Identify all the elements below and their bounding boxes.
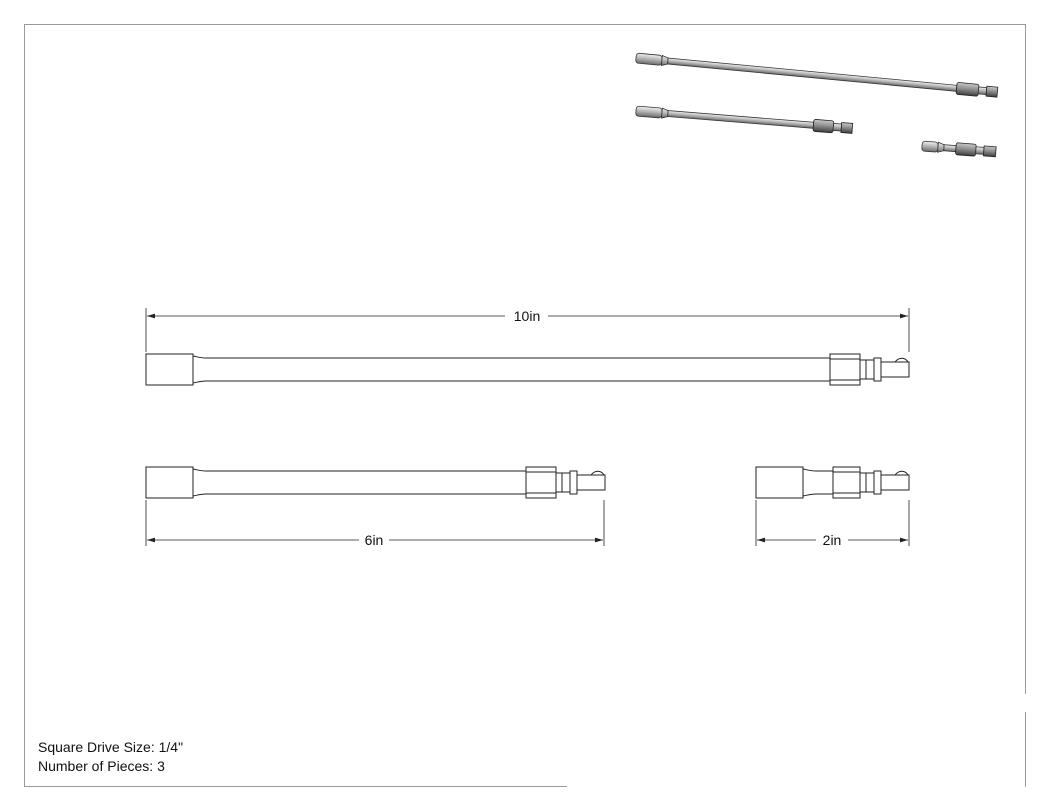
socket-end-6in [145,466,194,499]
spec-piece-count: Number of Pieces: 3 [38,757,183,776]
iso-preview-10in [635,52,999,98]
spec-drive-size-label: Square Drive Size: [38,739,155,755]
frame-right-edge-lower [1025,712,1026,787]
dimension-6in: 6in [145,500,605,548]
frame-right-edge [1025,24,1026,694]
dimension-label-6in: 6in [365,532,384,548]
collar-2in [832,466,861,499]
socket-end-2in [755,466,804,499]
shaft-top-6in [192,468,526,472]
drive-tip-6in [576,474,606,491]
drawing-frame [24,24,1026,787]
shaft-top-2in [802,468,833,472]
drive-tip-2in [880,474,910,491]
extension-10in [145,353,910,386]
drive-tip-10in [880,361,910,378]
frame-bottom-edge [24,786,567,787]
iso-preview-2in [921,140,997,158]
shaft-bottom-6in [192,493,526,497]
iso-preview-6in [635,105,854,134]
shaft-bottom-10in [192,380,830,384]
extension-6in [145,466,606,499]
spec-piece-count-value: 3 [157,758,165,774]
spec-drive-size: Square Drive Size: 1/4" [38,738,183,757]
shaft-bottom-2in [802,493,833,497]
dimension-label-2in: 2in [823,532,842,548]
extension-2in [755,466,910,499]
collar-10in [829,353,861,386]
spec-piece-count-label: Number of Pieces: [38,758,154,774]
dimension-2in: 2in [755,500,910,548]
spec-drive-size-value: 1/4" [158,739,184,755]
dimension-label-10in: 10in [514,308,540,324]
socket-end-10in [145,353,194,386]
collar-6in [525,466,557,499]
dimension-10in: 10in [145,308,910,352]
shaft-top-10in [192,355,830,359]
spec-notes: Square Drive Size: 1/4" Number of Pieces… [38,738,183,776]
